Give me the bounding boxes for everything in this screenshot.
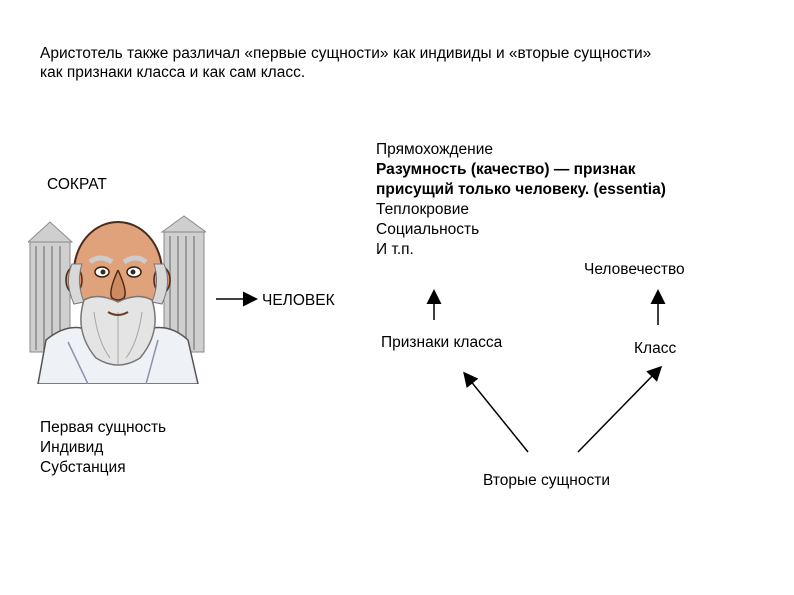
attribute-item: И т.п. [376,241,414,258]
human-label: ЧЕЛОВЕК [262,292,335,309]
arrow-second-to-signs [463,371,529,453]
first-essence-item: Индивид [40,439,104,456]
arrow-second-to-class [577,365,663,453]
attribute-item: Теплокровие [376,201,469,218]
title-line-1: Аристотель также различал «первые сущнос… [40,45,652,62]
title-line-2: как признаки класса и как сам класс. [40,64,306,81]
first-essence-list: Первая сущность Индивид Субстанция [40,418,166,478]
socrates-label: СОКРАТ [47,176,107,193]
attribute-item: Прямохождение [376,141,493,158]
attribute-item: Разумность (качество) — признак [376,161,636,178]
first-essence-item: Субстанция [40,459,126,476]
humanity-label: Человечество [584,261,685,278]
attributes-list: Прямохождение Разумность (качество) — пр… [376,140,666,260]
class-signs-label: Признаки класса [381,334,503,351]
class-label: Класс [634,340,677,357]
attribute-item: присущий только человеку. (essentia) [376,181,666,198]
attribute-item: Социальность [376,221,480,238]
socrates-portrait [26,212,208,385]
slide-title: Аристотель также различал «первые сущнос… [40,44,760,82]
first-essence-item: Первая сущность [40,419,167,436]
socrates-illustration [26,212,208,385]
second-essences-label: Вторые сущности [483,472,610,489]
